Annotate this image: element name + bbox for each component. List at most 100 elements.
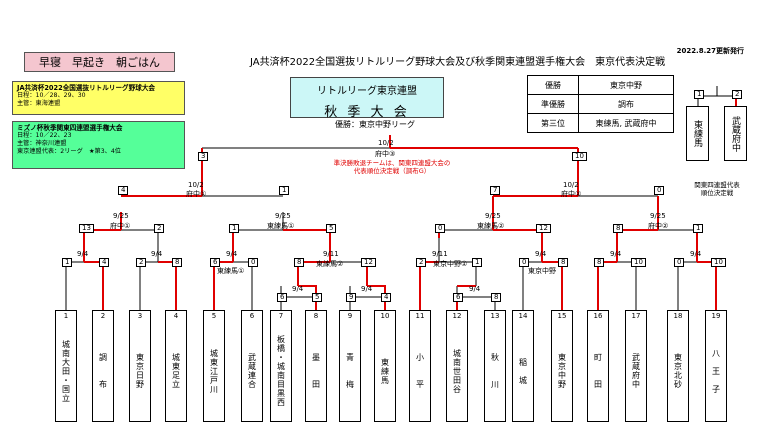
team-number: 18 <box>673 312 683 320</box>
slogan-box: 早寝 早起き 朝ごはん <box>24 52 175 72</box>
qf-date: 9/25 <box>650 212 666 220</box>
r2-venue: 東京中野 <box>528 267 556 275</box>
final-score-right: 10 <box>572 152 587 161</box>
results-key: 第三位 <box>527 113 579 133</box>
r2-score: 12 <box>361 258 376 267</box>
r2-date: 9/4 <box>610 250 622 258</box>
team-name: 青 梅 <box>345 353 355 389</box>
final-score-left: 3 <box>198 152 209 161</box>
team-number: 12 <box>452 312 462 320</box>
results-value: 東練馬, 武蔵府中 <box>578 113 674 133</box>
qf-score: 8 <box>613 224 624 233</box>
kanto-tournament-title: ミズノ杯秋季関東四連盟選手権大会 <box>17 124 123 132</box>
r2-score: 10 <box>711 258 726 267</box>
qf-venue: 府中② <box>648 222 669 230</box>
side-score: 2 <box>732 90 743 99</box>
team-name: 武蔵府中 <box>631 353 641 389</box>
r2-score: 0 <box>674 258 685 267</box>
team-number: 4 <box>173 312 179 320</box>
team-number: 16 <box>593 312 603 320</box>
team-number: 14 <box>518 312 528 320</box>
team-number: 7 <box>278 312 284 320</box>
qf-score: 1 <box>693 224 704 233</box>
team-name: 八 王 子 <box>711 348 721 394</box>
qf-date: 9/25 <box>275 212 291 220</box>
team-box: 東京北砂 <box>667 310 689 422</box>
r2-score: 1 <box>62 258 73 267</box>
sf-venue: 府中① <box>186 190 207 198</box>
team-name: 城東江戸川 <box>209 348 219 394</box>
kanto-tournament-host: 主管：神奈川連盟 <box>17 140 67 147</box>
qf-venue: 府中① <box>110 222 131 230</box>
r1-date: 9/4 <box>469 285 481 293</box>
qf-venue: 東練馬② <box>477 222 505 230</box>
national-tournament-title: JA共済杯2022全国選抜リトルリーグ野球大会 <box>17 84 156 92</box>
qf-date: 9/25 <box>113 212 129 220</box>
team-number: 8 <box>313 312 319 320</box>
qf-score: 13 <box>79 224 94 233</box>
team-box: 小 平 <box>409 310 431 422</box>
kanto-tournament-schedule: 日程：10／22、23 <box>17 132 72 139</box>
team-name: 板橋・城南目黒西 <box>276 335 286 407</box>
r2-score: 4 <box>99 258 110 267</box>
r2-score: 8 <box>594 258 605 267</box>
team-box: 青 梅 <box>339 310 361 422</box>
team-box: 八 王 子 <box>705 310 727 422</box>
team-number: 19 <box>711 312 721 320</box>
qf-score: 1 <box>229 224 240 233</box>
league-name: リトルリーグ東京連盟 <box>317 86 417 97</box>
team-number: 15 <box>557 312 567 320</box>
team-name: 墨 田 <box>311 353 321 389</box>
team-number: 1 <box>63 312 69 320</box>
issue-date: 2022.8.27更新発行 <box>676 47 744 55</box>
team-name: 小 平 <box>415 353 425 389</box>
team-name: 町 田 <box>593 353 603 389</box>
r2-date: 9/4 <box>690 250 702 258</box>
r2-date: 9/11 <box>432 250 448 258</box>
team-name: 東京北砂 <box>673 353 683 389</box>
sf-score: 7 <box>490 186 501 195</box>
team-name: 城南大田・国立 <box>61 339 71 403</box>
team-box: 板橋・城南目黒西 <box>270 310 292 422</box>
team-name: 東京日野 <box>135 353 145 389</box>
r1-date: 9/4 <box>361 285 373 293</box>
r1-score: 9 <box>346 293 357 302</box>
team-name: 東京中野 <box>557 353 567 389</box>
team-box: 町 田 <box>587 310 609 422</box>
final-venue: 府中③ <box>375 150 396 158</box>
team-name: 城南世田谷 <box>452 348 462 394</box>
r1-score: 4 <box>381 293 392 302</box>
sf-date: 10/2 <box>188 181 204 189</box>
r2-score: 8 <box>558 258 569 267</box>
side-caption-line: 順位決定戦 <box>700 189 734 197</box>
team-box: 城東江戸川 <box>203 310 225 422</box>
team-number: 5 <box>211 312 217 320</box>
team-number: 17 <box>631 312 641 320</box>
team-number: 6 <box>249 312 255 320</box>
team-box: 武蔵府中 <box>625 310 647 422</box>
team-name: 秋 川 <box>490 353 500 389</box>
team-box: 秋 川 <box>484 310 506 422</box>
r2-date: 9/4 <box>535 250 547 258</box>
red-note-line: 代表順位決定戦（調布G） <box>353 167 431 175</box>
team-box: 東京日野 <box>129 310 151 422</box>
winner-label: 優勝：東京中野リーグ <box>335 120 415 129</box>
red-note-line: 準決勝敗退チームは、関東四連盟大会の <box>333 159 451 167</box>
page-title: JA共済杯2022全国選抜リトルリーグ野球大会及び秋季関東連盟選手権大会 東京代… <box>250 57 666 68</box>
r2-date: 9/4 <box>151 250 163 258</box>
team-box: 調 布 <box>92 310 114 422</box>
team-number: 13 <box>490 312 500 320</box>
qf-score: 12 <box>536 224 551 233</box>
qf-date: 9/25 <box>485 212 501 220</box>
team-box: 東練馬 <box>374 310 396 422</box>
qf-score: 2 <box>154 224 165 233</box>
red-note: 準決勝敗退チームは、関東四連盟大会の 代表順位決定戦（調布G） <box>292 159 492 175</box>
kanto-tournament-box: ミズノ杯秋季関東四連盟選手権大会 日程：10／22、23 主管：神奈川連盟 東京… <box>12 121 185 169</box>
team-name: 調 布 <box>98 353 108 389</box>
team-box: 墨 田 <box>305 310 327 422</box>
r1-score: 5 <box>312 293 323 302</box>
r2-score: 10 <box>631 258 646 267</box>
team-name: 城東足立 <box>171 353 181 389</box>
sf-score: 1 <box>279 186 290 195</box>
r2-venue: 東練馬② <box>316 260 344 268</box>
